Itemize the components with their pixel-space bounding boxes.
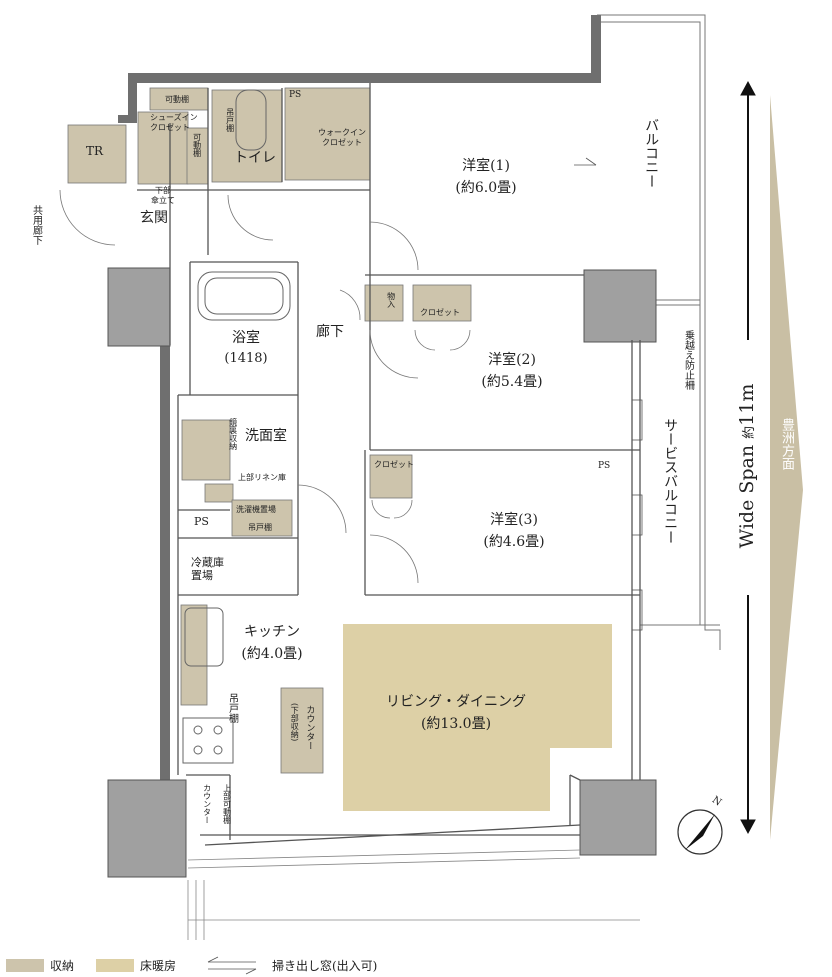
legend-window-symbol	[207, 956, 257, 975]
legend-floor-heating-label: 床暖房	[140, 959, 177, 973]
fixtures	[182, 89, 291, 764]
label-tr: TR	[86, 144, 104, 158]
room-kitchen-size: (約4.0畳)	[241, 646, 303, 662]
legend-storage: 収納	[6, 957, 74, 974]
legend-window: 掃き出し窓(出入可)	[272, 957, 377, 974]
floor-heating-ld	[343, 624, 612, 811]
label-movable-shelf-v: 可動棚	[192, 133, 202, 157]
label-counter-small: カウンター	[202, 784, 212, 824]
legend-storage-swatch	[6, 959, 44, 972]
label-closet3: クロゼット	[374, 460, 414, 469]
room-bath-name: 浴室	[232, 330, 260, 346]
room-kitchen-name: キッチン	[244, 624, 300, 640]
room-western2-name: 洋室(2)	[488, 352, 536, 368]
label-upper-shelf: 上部可動棚	[222, 784, 232, 824]
label-hanging-shelf-toilet: 吊戸棚	[225, 108, 235, 132]
balcony-outline	[597, 14, 721, 650]
wide-span-text: Wide Span	[736, 444, 759, 549]
wide-span-label: Wide Span 約11m	[736, 383, 759, 549]
room-washroom: 洗面室	[245, 428, 287, 444]
legend-storage-label: 収納	[50, 959, 75, 973]
interior-walls	[137, 83, 641, 846]
room-bath-size: (1418)	[224, 351, 268, 366]
room-western2-size: (約5.4畳)	[481, 374, 543, 390]
legend-floor-heating: 床暖房	[96, 957, 176, 974]
label-toyosu: 豊洲方面	[778, 418, 794, 470]
label-umbrella: 下部 傘立て	[151, 186, 175, 205]
label-counter: カウンター	[304, 705, 315, 750]
label-balcony: バルコニー	[643, 118, 660, 188]
label-ps-service: PS	[598, 461, 611, 471]
label-fridge: 冷蔵庫 置場	[191, 556, 224, 582]
columns	[107, 267, 657, 878]
door-swings	[59, 189, 471, 584]
room-entrance: 玄関	[140, 210, 168, 226]
room-western3-size: (約4.6畳)	[483, 534, 545, 550]
wide-span-approx: 約	[742, 425, 758, 439]
room-corridor: 廊下	[316, 324, 344, 340]
label-ps-wash: PS	[194, 515, 209, 528]
wide-span-arrow	[740, 80, 756, 835]
label-washer: 洗濯機置場	[236, 505, 276, 514]
label-linen: 上部リネン庫	[238, 473, 286, 482]
legend-window-label: 掃き出し窓(出入可)	[272, 959, 378, 973]
toyosu-arrow	[770, 95, 803, 840]
label-ps-top: PS	[289, 90, 302, 100]
outer-walls	[118, 15, 601, 783]
room-western3-name: 洋室(3)	[490, 512, 538, 528]
label-hanging-shelf-wash: 吊戸棚	[248, 523, 272, 532]
room-living-size: (約13.0畳)	[420, 716, 492, 732]
label-common-corridor: 共用廊下	[30, 205, 42, 245]
label-mirror: 鏡裏収納	[228, 418, 238, 450]
label-movable-shelf: 可動棚	[165, 95, 189, 104]
wide-span-value: 11m	[736, 383, 759, 426]
label-walkin: ウォークイン クロゼット	[318, 128, 366, 147]
label-hanging-shelf-kitchen: 吊戸棚	[226, 693, 238, 723]
label-closet2: クロゼット	[420, 308, 460, 317]
room-western1-size: (約6.0畳)	[455, 180, 517, 196]
room-western1-name: 洋室(1)	[462, 158, 510, 174]
legend-floor-heating-swatch	[96, 959, 134, 972]
room-living-name: リビング・ダイニング	[386, 694, 526, 710]
room-toilet: トイレ	[234, 150, 276, 166]
storage-areas	[67, 87, 472, 774]
label-counter-sub: (下部収納)	[290, 703, 300, 742]
north-compass	[677, 809, 723, 855]
bottom-railing	[187, 849, 640, 940]
label-fall-rail: 乗越え防止柵	[682, 330, 694, 390]
label-shoes-closet: シューズイン クロゼット	[150, 113, 198, 132]
label-service-balcony: サービスバルコニー	[662, 418, 679, 544]
window-marks	[574, 157, 643, 631]
label-storage: 物入	[386, 292, 396, 308]
